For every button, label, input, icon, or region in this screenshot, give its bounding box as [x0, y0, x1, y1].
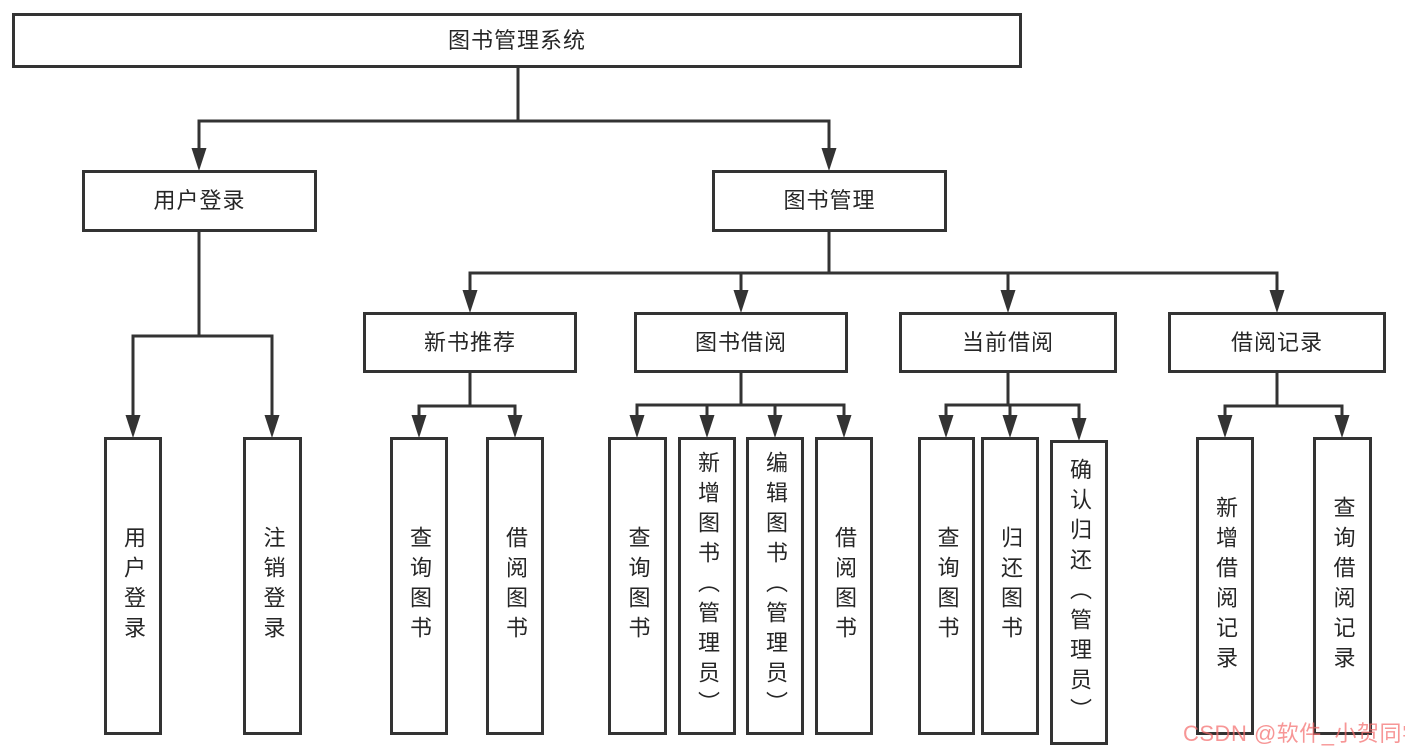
leaf-borrow-book: 借阅图书 [815, 437, 873, 735]
node-root: 图书管理系统 [12, 13, 1022, 68]
watermark: CSDN @软件_小贺同学 [1183, 721, 1405, 746]
leaf-borrow-book-recommend: 借阅图书 [486, 437, 544, 735]
leaf-add-borrow-record: 新增借阅记录 [1196, 437, 1254, 735]
leaf-edit-book-admin: 编辑图书（管理员） [746, 437, 804, 735]
leaf-confirm-return-admin: 确认归还（管理员） [1050, 440, 1108, 745]
node-new-book-recommend: 新书推荐 [363, 312, 577, 373]
leaf-query-book-recommend: 查询图书 [390, 437, 448, 735]
node-book-management: 图书管理 [712, 170, 947, 232]
node-user-login: 用户登录 [82, 170, 317, 232]
leaf-return-book: 归还图书 [981, 437, 1039, 735]
node-borrow-record: 借阅记录 [1168, 312, 1386, 373]
node-current-borrow: 当前借阅 [899, 312, 1117, 373]
leaf-logout: 注销登录 [243, 437, 302, 735]
arrowheads [125, 148, 1350, 441]
leaf-query-book-current: 查询图书 [918, 437, 975, 735]
leaf-query-book-borrow: 查询图书 [608, 437, 667, 735]
leaf-user-login: 用户登录 [104, 437, 162, 735]
node-book-borrow: 图书借阅 [634, 312, 848, 373]
leaf-query-borrow-record: 查询借阅记录 [1313, 437, 1372, 735]
leaf-add-book-admin: 新增图书（管理员） [678, 437, 736, 735]
